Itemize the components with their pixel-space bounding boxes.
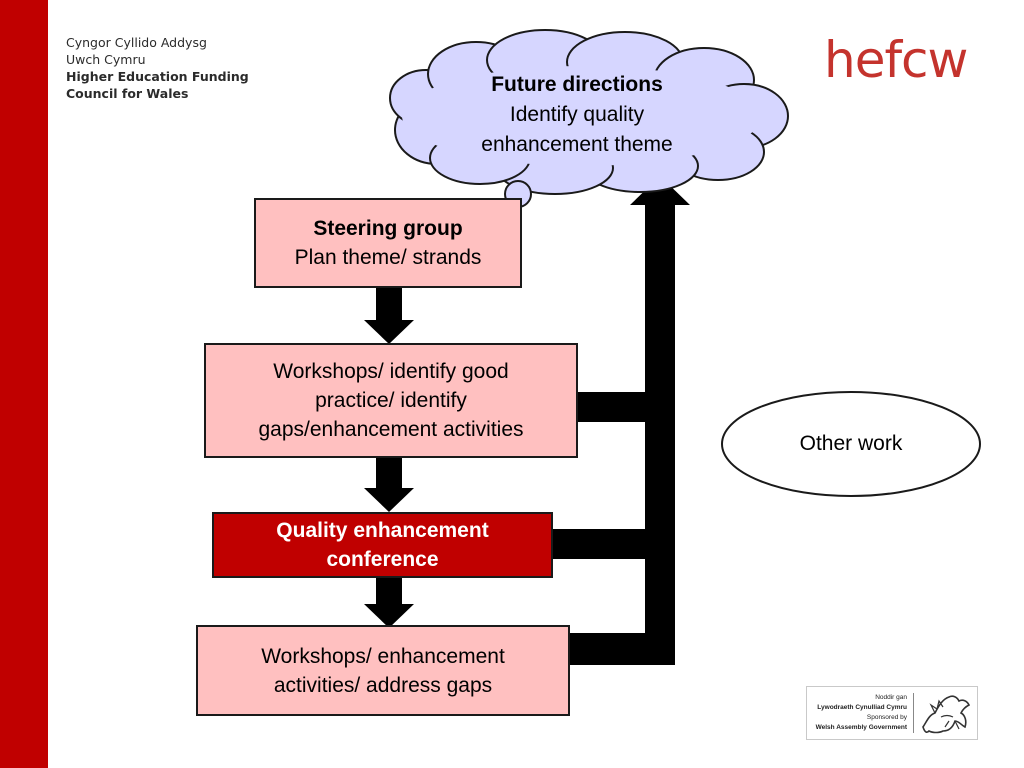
organisation-name: Cyngor Cyllido Addysg Uwch Cymru Higher …	[66, 34, 249, 102]
welsh-dragon-icon	[922, 695, 971, 734]
cloud-line-2: enhancement theme	[481, 133, 673, 156]
feedback-arrow	[560, 176, 690, 665]
steering-group-box: Steering group Plan theme/ strands	[254, 198, 522, 288]
thought-cloud-fill	[402, 66, 762, 166]
other-work-label: Other work	[799, 432, 903, 455]
quality-conference-line-1: Quality enhancement	[276, 519, 489, 542]
org-line-english-2: Council for Wales	[66, 86, 189, 101]
workshops-identify-line-2: practice/ identify	[315, 389, 467, 412]
sponsor-text: Noddir gan Lywodraeth Cynulliad Cymru Sp…	[811, 693, 907, 733]
sponsor-line-2: Lywodraeth Cynulliad Cymru	[817, 704, 907, 711]
sponsor-line-1: Noddir gan	[875, 694, 907, 701]
cloud-title: Future directions	[491, 73, 663, 96]
workshops-enhancement-box: Workshops/ enhancement activities/ addre…	[196, 625, 570, 716]
cloud-label: Future directions Identify quality enhan…	[432, 70, 722, 160]
connector-workshops	[574, 392, 650, 422]
sponsor-badge: Noddir gan Lywodraeth Cynulliad Cymru Sp…	[806, 686, 978, 740]
steering-group-title: Steering group	[313, 217, 463, 240]
hefcw-logo: hefcw	[824, 31, 968, 89]
org-line-english-1: Higher Education Funding	[66, 69, 249, 84]
quality-conference-box: Quality enhancement conference	[212, 512, 553, 578]
workshops-enhancement-line-2: activities/ address gaps	[273, 673, 493, 697]
left-accent-bar	[0, 0, 48, 768]
sponsor-divider	[913, 693, 914, 733]
workshops-enhancement-line-1: Workshops/ enhancement	[261, 644, 505, 668]
down-arrow-1	[364, 287, 414, 344]
org-line-welsh-1: Cyngor Cyllido Addysg	[66, 35, 207, 50]
down-arrow-2	[364, 457, 414, 512]
quality-conference-line-2: conference	[326, 548, 439, 571]
down-arrow-3	[364, 578, 414, 628]
other-work-oval	[721, 391, 981, 497]
sponsor-line-4: Welsh Assembly Government	[815, 724, 907, 731]
workshops-identify-line-3: gaps/enhancement activities	[258, 418, 524, 441]
sponsor-line-3: Sponsored by	[866, 714, 907, 721]
workshops-identify-line-1: Workshops/ identify good	[273, 360, 509, 383]
cloud-line-1: Identify quality	[509, 103, 645, 126]
connector-conference	[550, 529, 650, 559]
workshops-identify-box: Workshops/ identify good practice/ ident…	[204, 343, 578, 458]
org-line-welsh-2: Uwch Cymru	[66, 52, 146, 67]
steering-group-text: Plan theme/ strands	[294, 246, 482, 269]
